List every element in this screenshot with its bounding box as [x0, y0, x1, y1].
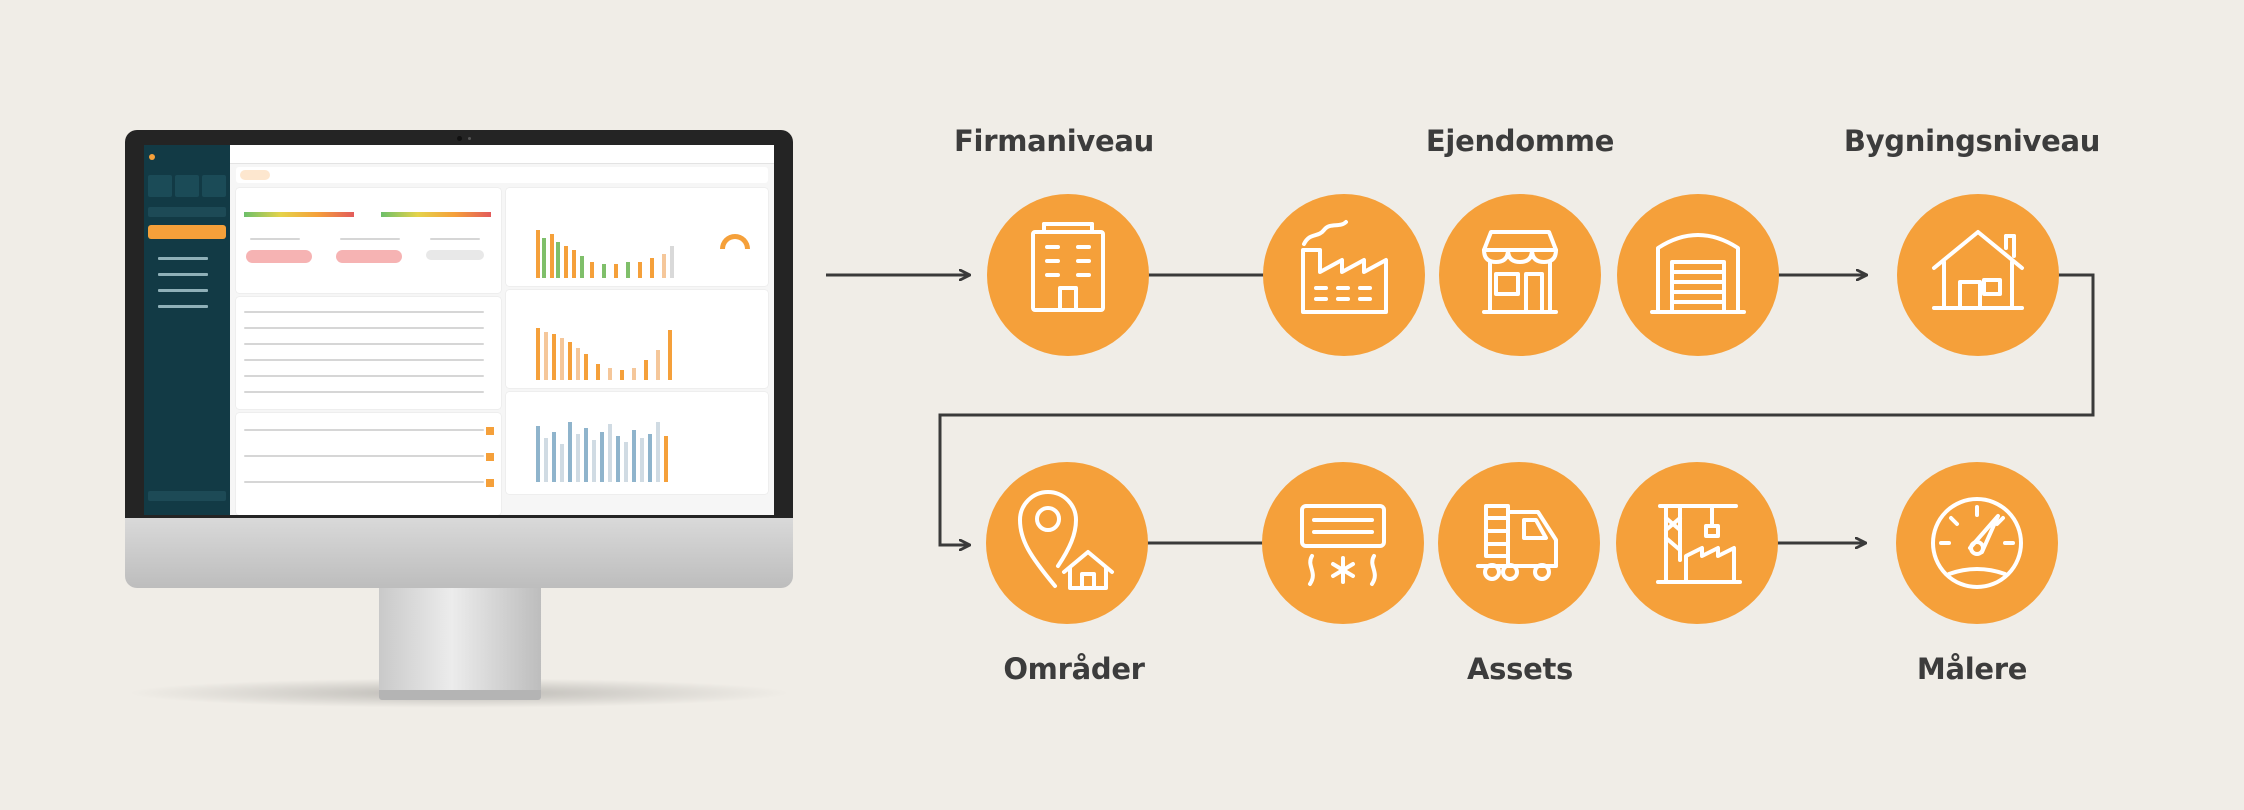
- house-icon: [1932, 230, 2024, 310]
- monitor-stand: [379, 588, 541, 695]
- chart-panel-2: [506, 290, 768, 388]
- monitor-foot: [379, 690, 541, 700]
- sidebar-active-item: [148, 225, 226, 239]
- node-aircon: [1262, 462, 1424, 624]
- node-circles: [986, 194, 2059, 624]
- air-conditioner-icon: [1300, 504, 1386, 586]
- dashboard-screenshot: [144, 145, 774, 515]
- label-assets: Assets: [1467, 652, 1573, 686]
- app-tabs: [236, 167, 768, 183]
- node-bygningsniveau: [1897, 194, 2059, 356]
- sidebar-tiles: [148, 175, 226, 197]
- gauge-icon: [1931, 497, 2023, 589]
- app-topbar: [230, 145, 774, 164]
- app-tab-active: [240, 170, 270, 180]
- node-crane: [1616, 462, 1778, 624]
- label-firmaniveau: Firmaniveau: [954, 124, 1154, 158]
- chart-panel-3: [506, 392, 768, 494]
- sidebar-select: [148, 207, 226, 217]
- alerts-panel: [236, 413, 501, 515]
- location-house-icon: [1018, 490, 1114, 590]
- monitor-bezel: [125, 130, 793, 518]
- label-omraader: Områder: [1003, 652, 1145, 686]
- factory-icon: [1301, 220, 1388, 314]
- monitor-chin: [125, 518, 793, 588]
- label-ejendomme: Ejendomme: [1425, 124, 1615, 158]
- node-warehouse: [1617, 194, 1779, 356]
- node-factory: [1263, 194, 1425, 356]
- shop-icon: [1482, 230, 1558, 314]
- crane-icon: [1656, 504, 1742, 584]
- office-building-icon: [1031, 222, 1105, 312]
- node-omraader: [986, 462, 1148, 624]
- node-firmaniveau: [987, 194, 1149, 356]
- camera-icon: [457, 136, 462, 141]
- chart-panel-1: [506, 188, 768, 286]
- truck-icon: [1476, 504, 1558, 581]
- benchmark-panel: [236, 188, 501, 293]
- label-bygningsniveau: Bygningsniveau: [1843, 124, 2101, 158]
- label-maalere: Målere: [1916, 652, 2028, 686]
- monitor-mockup: [125, 130, 793, 708]
- list-panel: [236, 297, 501, 409]
- app-sidebar: [144, 145, 230, 515]
- sensor-icon: [468, 137, 471, 140]
- arrow-bygning-to-omraader: [938, 273, 2095, 545]
- app-logo: [149, 153, 157, 161]
- connectors: [826, 273, 2095, 545]
- node-truck: [1438, 462, 1600, 624]
- warehouse-icon: [1650, 233, 1746, 314]
- sidebar-footer: [148, 491, 226, 501]
